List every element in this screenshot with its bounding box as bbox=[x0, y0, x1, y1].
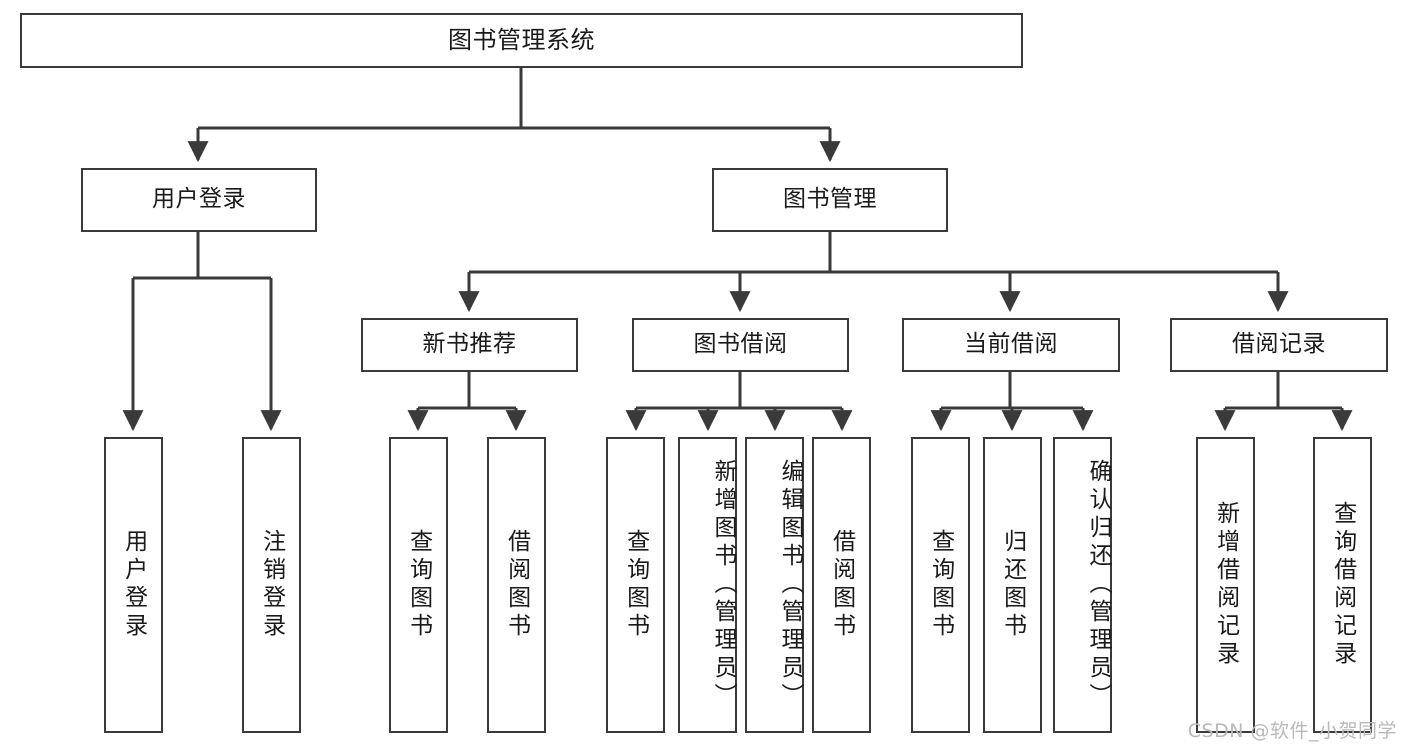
node-new-book-recommend[interactable]: 新书推荐 bbox=[361, 318, 578, 372]
watermark: CSDN @软件_小贺同学 bbox=[1187, 720, 1397, 742]
leaf-confirm-return-admin[interactable]: 确认归还（管理员） bbox=[1053, 437, 1112, 733]
leaf-add-book-admin[interactable]: 新增图书（管理员） bbox=[678, 437, 737, 733]
leaf-query-book-current[interactable]: 查询图书 bbox=[911, 437, 970, 733]
leaf-return-book[interactable]: 归还图书 bbox=[983, 437, 1042, 733]
leaf-edit-book-admin[interactable]: 编辑图书（管理员） bbox=[745, 437, 804, 733]
node-book-manage[interactable]: 图书管理 bbox=[712, 168, 948, 232]
leaf-query-book-borrow[interactable]: 查询图书 bbox=[606, 437, 665, 733]
node-current-borrow[interactable]: 当前借阅 bbox=[902, 318, 1120, 372]
leaf-user-login[interactable]: 用户登录 bbox=[104, 437, 163, 733]
leaf-add-borrow-record[interactable]: 新增借阅记录 bbox=[1196, 437, 1255, 733]
leaf-borrow-book-newbook[interactable]: 借阅图书 bbox=[487, 437, 546, 733]
leaf-query-borrow-record[interactable]: 查询借阅记录 bbox=[1313, 437, 1372, 733]
node-user-login[interactable]: 用户登录 bbox=[81, 168, 317, 232]
leaf-query-book-newbook[interactable]: 查询图书 bbox=[389, 437, 448, 733]
node-root[interactable]: 图书管理系统 bbox=[20, 13, 1023, 68]
leaf-borrow-book-borrow[interactable]: 借阅图书 bbox=[812, 437, 871, 733]
node-book-borrow[interactable]: 图书借阅 bbox=[632, 318, 849, 372]
leaf-user-logout[interactable]: 注销登录 bbox=[242, 437, 301, 733]
node-borrow-record[interactable]: 借阅记录 bbox=[1170, 318, 1388, 372]
